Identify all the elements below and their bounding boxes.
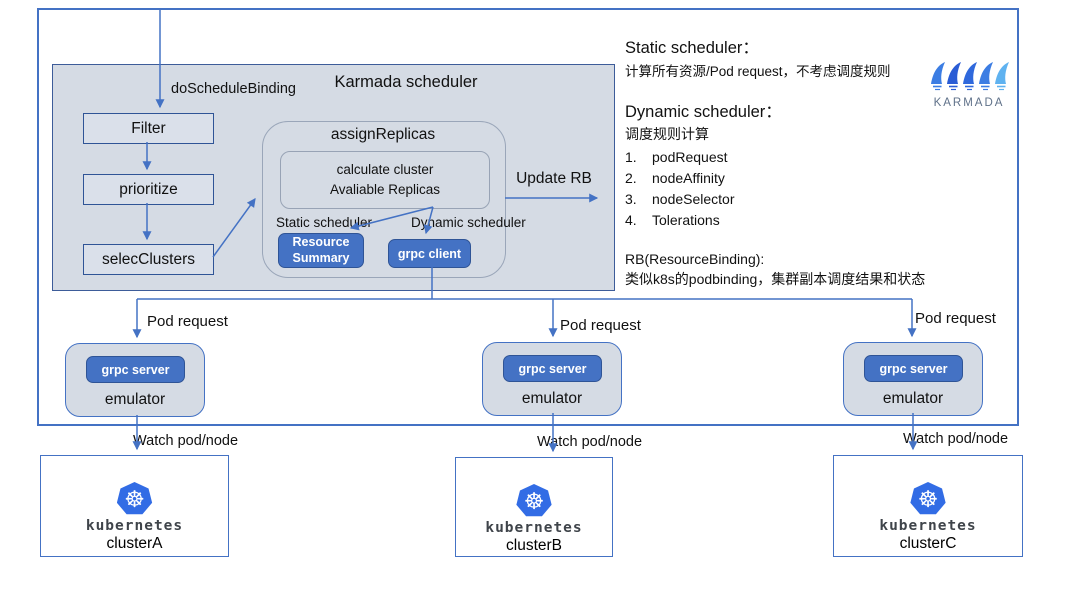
dynamic-scheduler-label: Dynamic scheduler xyxy=(411,215,526,230)
cluster-name: clusterB xyxy=(506,537,562,554)
assign-replicas-container xyxy=(262,121,506,278)
pod-request-label: Pod request xyxy=(560,317,641,334)
static-scheduler-label: Static scheduler xyxy=(276,215,373,230)
static-scheduler-note-desc: 计算所有资源/Pod request，不考虑调度规则 xyxy=(625,64,891,79)
dynamic-scheduler-note-desc: 调度规则计算 xyxy=(625,126,709,142)
step-prioritize: prioritize xyxy=(83,174,214,205)
dynamic-rule-item: 2. nodeAffinity xyxy=(625,170,1015,186)
resource-summary-shape: Resource Summary xyxy=(278,233,364,268)
dynamic-rule-item: 1. podRequest xyxy=(625,149,1015,165)
item-label: nodeSelector xyxy=(652,191,735,207)
kubernetes-icon: ☸ xyxy=(116,482,153,515)
dynamic-rule-item: 3. nodeSelector xyxy=(625,191,1015,207)
karmada-wordmark: KARMADA xyxy=(933,97,1005,109)
emulator-label: emulator xyxy=(882,390,944,407)
cluster-b-box: ☸ kubernetes clusterB xyxy=(455,457,613,557)
kubernetes-wordmark: kubernetes xyxy=(485,520,583,536)
cluster-name: clusterC xyxy=(899,535,957,552)
item-label: nodeAffinity xyxy=(652,170,725,186)
kubernetes-icon: ☸ xyxy=(910,482,946,515)
item-label: Tolerations xyxy=(652,212,720,228)
emulator-label: emulator xyxy=(521,390,583,407)
watch-pod-node-label: Watch pod/node xyxy=(537,434,643,450)
rb-note-title: RB(ResourceBinding): xyxy=(625,251,765,267)
grpc-server-shape: grpc server xyxy=(864,355,963,382)
item-number: 1. xyxy=(625,149,637,165)
grpc-client-shape: grpc client xyxy=(388,239,471,268)
calc-line1: calculate cluster xyxy=(336,161,434,177)
dynamic-scheduler-note-title: Dynamic scheduler： xyxy=(625,103,782,121)
assign-replicas-title: assignReplicas xyxy=(330,126,436,143)
grpc-server-shape: grpc server xyxy=(503,355,602,382)
update-rb-label: Update RB xyxy=(516,170,592,187)
karmada-sails-icon xyxy=(931,62,1009,91)
dynamic-rule-item: 4. Tolerations xyxy=(625,212,1015,228)
entry-arrow-label: doScheduleBinding xyxy=(171,81,296,97)
pod-request-label: Pod request xyxy=(147,313,228,330)
watch-pod-node-label: Watch pod/node xyxy=(133,433,239,449)
kubernetes-wordmark: kubernetes xyxy=(879,518,977,534)
item-number: 3. xyxy=(625,191,637,207)
calculate-cluster-replicas-box: calculate cluster Avaliable Replicas xyxy=(280,151,490,209)
grpc-server-shape: grpc server xyxy=(86,356,185,383)
emulator-box-c: grpc server emulator xyxy=(843,342,983,416)
item-number: 2. xyxy=(625,170,637,186)
item-label: podRequest xyxy=(652,149,728,165)
cluster-name: clusterA xyxy=(106,535,163,552)
static-scheduler-note-title: Static scheduler： xyxy=(625,39,759,57)
panel-title: Karmada scheduler xyxy=(334,73,478,91)
emulator-box-a: grpc server emulator xyxy=(65,343,205,417)
watch-pod-node-label: Watch pod/node xyxy=(903,431,1009,447)
notes-block: Static scheduler： 计算所有资源/Pod request，不考虑… xyxy=(625,34,1015,289)
rb-note-desc: 类似k8s的podbinding，集群副本调度结果和状态 xyxy=(625,271,926,287)
cluster-c-box: ☸ kubernetes clusterC xyxy=(833,455,1023,557)
calc-line2: Avaliable Replicas xyxy=(329,182,441,197)
item-number: 4. xyxy=(625,212,637,228)
cluster-a-box: ☸ kubernetes clusterA xyxy=(40,455,229,557)
pod-request-label: Pod request xyxy=(915,310,996,327)
kubernetes-wordmark: kubernetes xyxy=(85,518,184,534)
emulator-box-b: grpc server emulator xyxy=(482,342,622,416)
step-selectclusters: selecClusters xyxy=(83,244,214,275)
kubernetes-icon: ☸ xyxy=(516,484,552,517)
emulator-label: emulator xyxy=(104,391,166,408)
control-plane-boundary-box xyxy=(37,8,1019,426)
step-filter: Filter xyxy=(83,113,214,144)
